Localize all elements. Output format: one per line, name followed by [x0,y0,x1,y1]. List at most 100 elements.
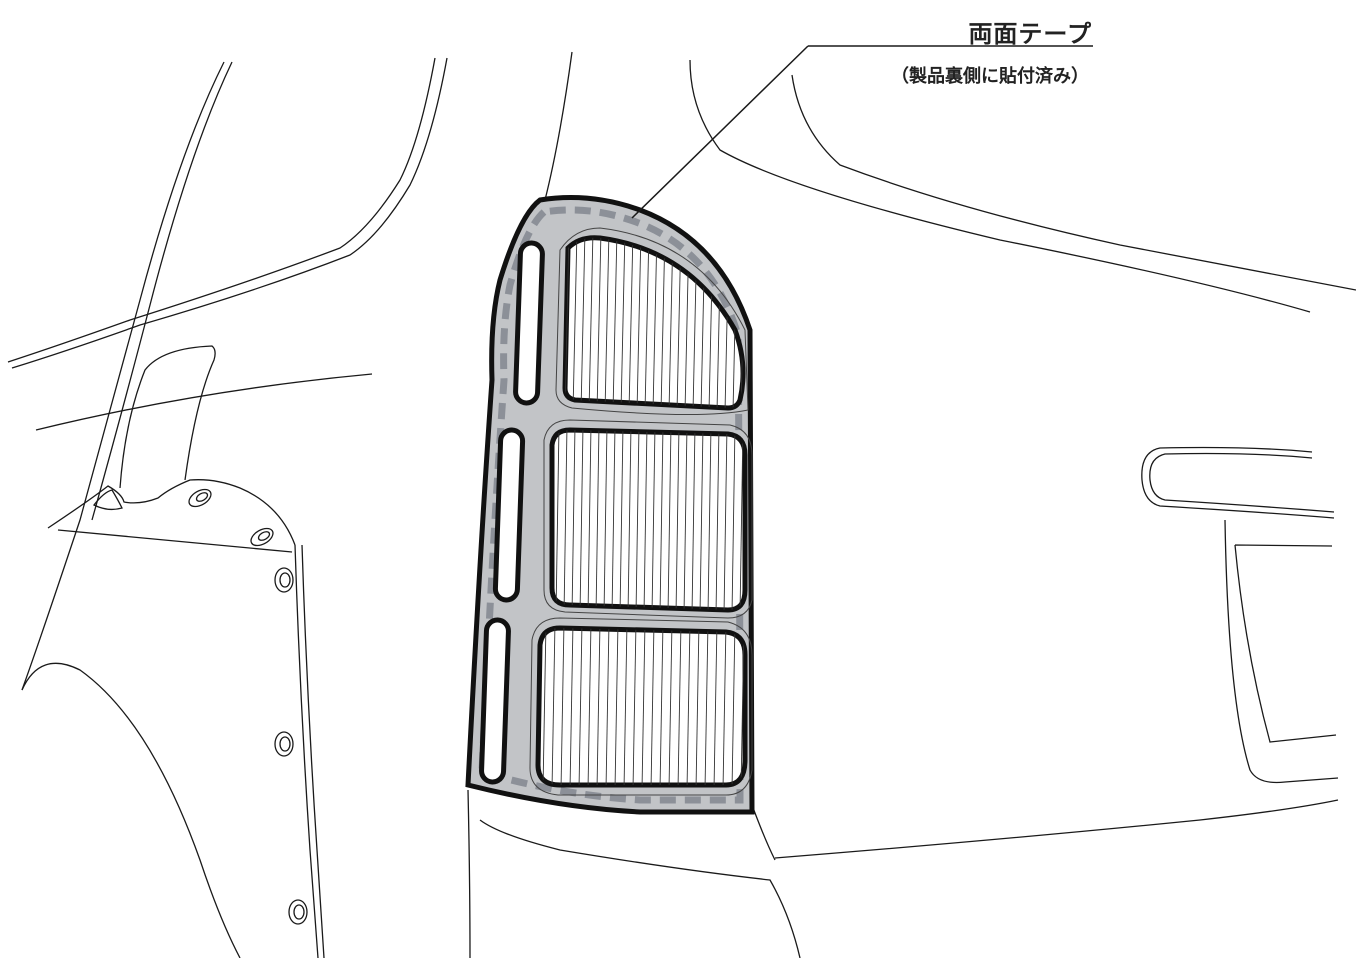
lens-hatch-line [611,430,616,610]
lens-hatch-line [683,430,688,610]
lens-hatch-line [699,430,704,610]
lens-surround-upper [555,227,749,416]
lens-window-middle [549,427,748,613]
lens-hatch-line [707,430,712,610]
rear-door-edge-outer [294,544,319,958]
lens-hatch-line [614,628,619,785]
lens-hatch-line [560,628,565,785]
lens-hatch-line [588,237,594,408]
lens-hatch-line [551,628,556,785]
callout-title: 両面テープ [968,20,1092,48]
lens-hatch-line [542,628,547,785]
lens-hatch-line [731,628,736,785]
lens-window-lower [535,625,748,788]
lens-hatch-line [587,430,592,610]
lens-hatch-line [571,430,576,610]
quarter-panel-top-line [57,529,293,553]
lens-surround-middle [543,419,753,619]
lens-hatch-line [641,628,646,785]
left-pillar-outer [21,61,225,691]
lens-hatch-line [604,237,610,408]
clip-fastener-5 [250,527,274,547]
lens-hatch-line [619,430,624,610]
wheel-arch-line [21,662,241,958]
lens-hatch-line [660,237,666,408]
lens-hatch-line [668,628,673,785]
pillar-to-lamp-line [544,51,573,201]
lens-hatch-line [715,430,720,610]
callout-leader [631,45,1093,219]
lens-hatch-line [628,237,634,408]
left-pillar-inner [91,61,233,521]
clip-fastener-1 [274,567,294,593]
clip-fastener-4 [188,488,212,508]
license-plate-recess-top-inner [1149,452,1335,513]
tail-lamp-garnish [465,195,755,815]
clip-fastener-2 [274,731,294,757]
lens-hatch-line [569,628,574,785]
roof-line-outer [689,59,1311,313]
lens-hatch-line [713,628,718,785]
lens-hatch-line [677,628,682,785]
lens-hatch-line [722,628,727,785]
lens-hatch-line [695,628,700,785]
lens-hatch-line [595,430,600,610]
lens-hatch-line [723,430,728,610]
callout-subtitle: （製品裏側に貼付済み） [891,66,1089,87]
reflector-slot-upper [513,240,545,406]
lamp-lower-body-line-b [479,819,801,958]
body-crease-line [35,373,373,431]
lens-hatch-line [578,628,583,785]
lamp-lower-body-line-c [751,804,776,861]
lens-hatch-line [667,430,672,610]
lens-hatch-line [651,430,656,610]
lens-hatch-line [587,628,592,785]
lens-hatch-line [623,628,628,785]
lens-hatch-line [659,430,664,610]
lens-hatch-line [596,628,601,785]
lens-hatch-middle [555,430,744,610]
vehicle-body-lines [7,51,1356,958]
lens-hatch-line [580,237,586,408]
license-plate-recess-frame [1224,519,1339,784]
lens-hatch-line [555,430,560,610]
door-handle-recess-inner [93,489,123,511]
lens-window-upper [562,235,746,411]
rear-door-edge-inner [301,544,325,958]
lens-hatch-line [652,237,658,408]
lens-hatch-line [635,430,640,610]
license-plate-recess-top [1141,446,1335,519]
lens-hatch-line [740,628,745,785]
door-handle-recess-base [47,479,296,546]
reflector-slot-middle [492,427,526,603]
door-handle-recess-outer [119,345,216,489]
lens-hatch-line [704,628,709,785]
lens-hatch-line [603,430,608,610]
lens-hatch-line [627,430,632,610]
bumper-top-line [774,799,1339,859]
lens-hatch-line [691,430,696,610]
lens-hatch-line [739,430,744,610]
lens-hatch-line [620,237,626,408]
lens-hatch-line [659,628,664,785]
lens-hatch-line [605,628,610,785]
lens-hatch-line [686,628,691,785]
license-plate-area [1234,544,1337,743]
rear-window-edge-b [11,57,448,369]
lamp-lower-body-line-a [467,789,471,958]
roof-line-inner [791,74,1356,291]
lens-hatch-line [643,430,648,610]
lens-hatch-line [731,430,736,610]
reflector-slot-lower [479,617,511,785]
double-sided-tape [478,206,744,804]
door-edge-clips [188,488,308,925]
lens-surround-lower [529,617,753,796]
lens-hatch-line [579,430,584,610]
lens-hatch-line [636,237,642,408]
lens-hatch-line [650,628,655,785]
clip-fastener-3 [288,899,308,925]
lens-hatch-line [632,628,637,785]
lens-hatch-line [572,237,578,408]
lens-hatch-lower [542,628,745,785]
